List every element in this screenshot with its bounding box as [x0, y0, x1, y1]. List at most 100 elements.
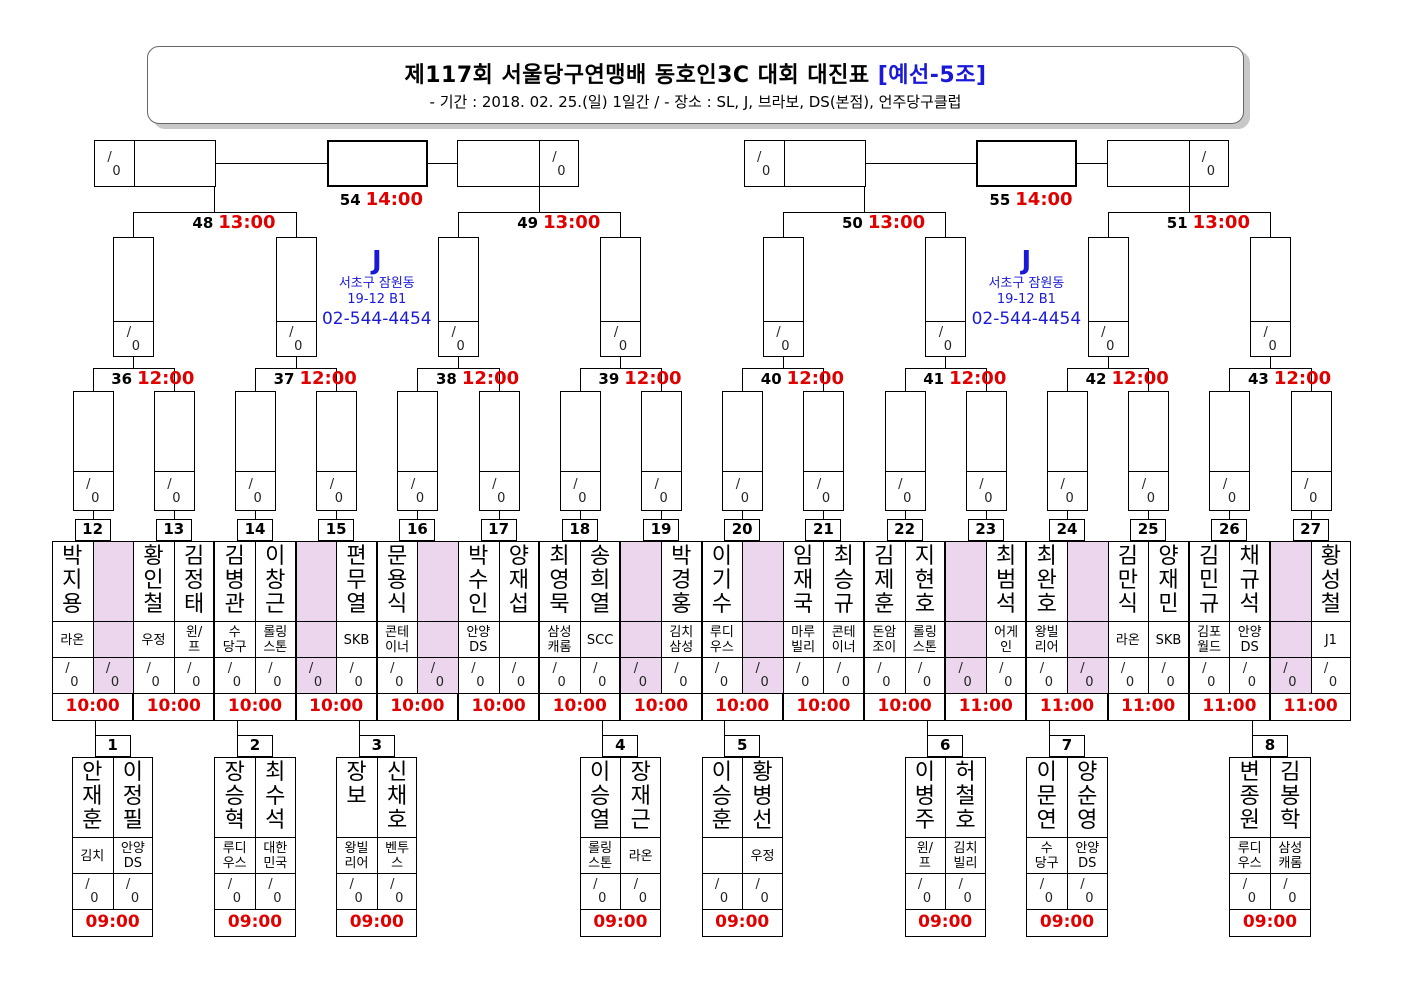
bracket-line: [1229, 368, 1311, 369]
bracket-line: [904, 837, 986, 838]
score-cell: /0: [255, 657, 296, 693]
score-slash: /: [633, 661, 639, 676]
score-cell: /0: [945, 657, 986, 693]
score-cell: /0: [539, 140, 579, 187]
bracket-line: [214, 837, 296, 838]
bracket-line: [945, 657, 1027, 658]
bracket-line: [92, 368, 94, 391]
score-zero: 0: [740, 491, 749, 506]
score-slash: /: [674, 661, 679, 676]
bracket-line: [336, 837, 418, 838]
bracket-line: [579, 909, 661, 910]
bracket-line: [397, 471, 439, 472]
score-cell: /0: [1189, 140, 1229, 187]
score-slash: /: [613, 325, 619, 340]
bracket-line: [661, 541, 662, 693]
bracket-line: [945, 693, 1027, 694]
score-zero: 0: [943, 339, 952, 354]
score-slash: /: [1080, 877, 1085, 892]
score-zero: 0: [1044, 891, 1053, 906]
bracket-line: [661, 511, 662, 519]
score-slash: /: [390, 661, 395, 676]
score-slash: /: [1283, 877, 1288, 892]
match-time: 09:00: [1242, 912, 1298, 932]
bracket-line: [255, 368, 337, 369]
score-slash: /: [451, 325, 456, 340]
venue-phone: 02-544-4454: [971, 309, 1082, 329]
bracket-line: [1067, 368, 1149, 369]
score-cell: /0: [702, 657, 743, 693]
score-cell: /0: [661, 657, 702, 693]
venue-name: J: [371, 246, 382, 276]
bracket-line: [701, 909, 783, 910]
score-zero: 0: [1288, 891, 1297, 906]
match-time: 11:00: [1121, 696, 1176, 716]
bracket-line: [1077, 163, 1107, 164]
bracket-line: [92, 541, 94, 693]
score-slash: /: [552, 661, 557, 676]
score-zero: 0: [110, 675, 120, 690]
bracket-line: [559, 471, 601, 472]
match-time: 10:00: [633, 696, 689, 716]
score-zero: 0: [760, 675, 769, 690]
bracket-line: [417, 541, 419, 693]
score-slash: /: [268, 877, 273, 892]
bye-score: [946, 658, 986, 693]
score-slash: /: [917, 877, 923, 892]
score-zero: 0: [1106, 339, 1115, 354]
bracket-line: [722, 471, 764, 472]
score-zero: 0: [354, 891, 363, 906]
bracket-line: [458, 212, 459, 237]
bracket-line: [803, 471, 845, 472]
venue-address-detail: 19-12 B1: [996, 292, 1056, 307]
entry-box: [478, 391, 520, 511]
bracket-line: [1270, 757, 1271, 909]
bracket-line: [92, 368, 174, 369]
score-cell: /0: [905, 657, 946, 693]
bracket-line: [498, 541, 500, 693]
bracket-line: [72, 837, 154, 838]
bracket-line: [641, 471, 682, 472]
bracket-line: [661, 368, 662, 391]
bracket-line: [864, 187, 865, 212]
bracket-line: [600, 321, 642, 322]
venue-address-detail: 19-12 B1: [347, 292, 407, 307]
club-name: J1: [1324, 632, 1337, 648]
bracket-line: [295, 621, 377, 622]
bracket-line: [782, 657, 864, 658]
bracket-line: [620, 621, 702, 622]
score-cell: /0: [1270, 873, 1311, 909]
bracket-line: [1026, 837, 1108, 838]
bracket-line: [1270, 357, 1271, 368]
score-cell: /0: [1067, 657, 1108, 693]
score-zero: 0: [1288, 675, 1297, 690]
bracket-line: [742, 368, 824, 369]
score-slash: /: [167, 477, 172, 492]
match-14-number: 14: [237, 519, 273, 541]
bracket-line: [133, 212, 135, 237]
bye-slot: [946, 542, 986, 657]
score-zero: 0: [1125, 675, 1135, 690]
score-zero: 0: [821, 491, 831, 506]
bracket-line: [336, 909, 418, 910]
score-cell: /0: [885, 471, 926, 511]
match-time: 11:00: [1283, 696, 1338, 716]
score-zero: 0: [395, 891, 404, 906]
score-slash: /: [289, 325, 294, 340]
score-cell: /0: [113, 873, 154, 909]
entry-box: [559, 391, 601, 511]
score-zero: 0: [578, 491, 587, 506]
